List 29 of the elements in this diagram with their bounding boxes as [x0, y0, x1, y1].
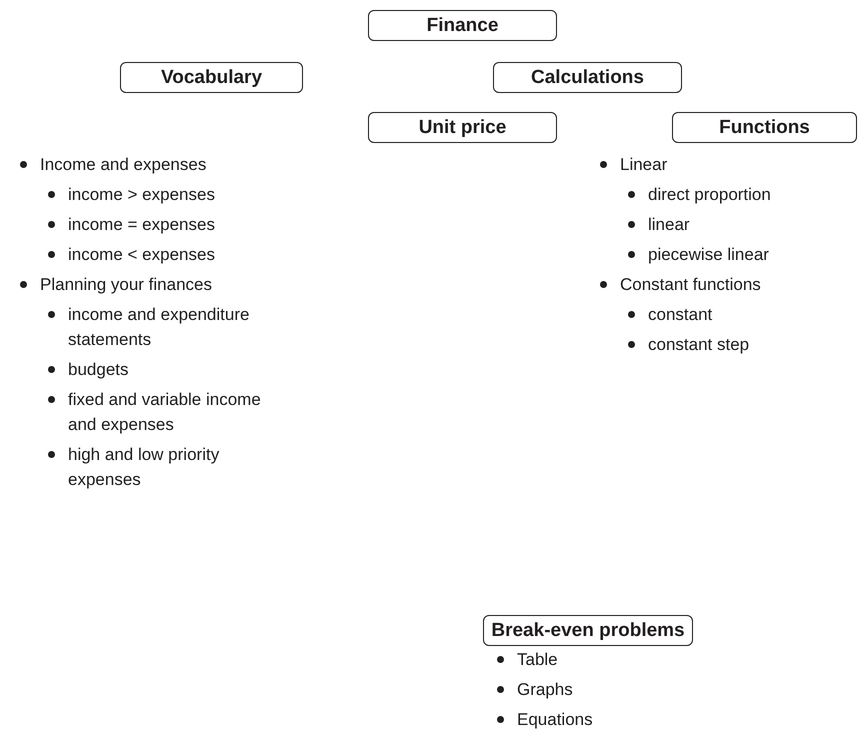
heading-text: Vocabulary — [160, 66, 262, 88]
list-item-text: constant step — [648, 334, 750, 356]
list-item-text: Constant functions — [620, 274, 761, 296]
list-item-text: linear — [648, 214, 690, 236]
heading-text: Functions — [719, 116, 810, 138]
heading-box — [493, 62, 682, 93]
list-item-text: constant — [648, 304, 712, 326]
list-item-text: high and low priority expenses — [68, 444, 220, 491]
heading-box — [672, 112, 857, 143]
heading-text: Break-even problems — [491, 620, 685, 642]
list-item-text: direct proportion — [648, 184, 771, 206]
heading-text: Unit price — [418, 116, 506, 138]
list-item-text: Table — [517, 649, 558, 671]
heading-box — [368, 112, 557, 143]
list-item-text: Income and expenses — [40, 154, 206, 176]
list-item-text: budgets — [68, 359, 128, 381]
list-item-text: piecewise linear — [648, 244, 769, 266]
heading-text: Finance — [426, 14, 498, 36]
heading-box — [120, 62, 303, 93]
list-item-text: Linear — [620, 154, 668, 176]
heading-text: Calculations — [531, 66, 644, 88]
list-item-text: Planning your finances — [40, 274, 212, 296]
list-item-text: income = expenses — [68, 214, 215, 236]
heading-box — [483, 615, 693, 646]
heading-box — [368, 10, 557, 41]
list-item-text: income < expenses — [68, 244, 215, 266]
list-item-text: Graphs — [517, 679, 573, 701]
list-item-text: Equations — [517, 709, 593, 731]
list-item-text: income > expenses — [68, 184, 215, 206]
